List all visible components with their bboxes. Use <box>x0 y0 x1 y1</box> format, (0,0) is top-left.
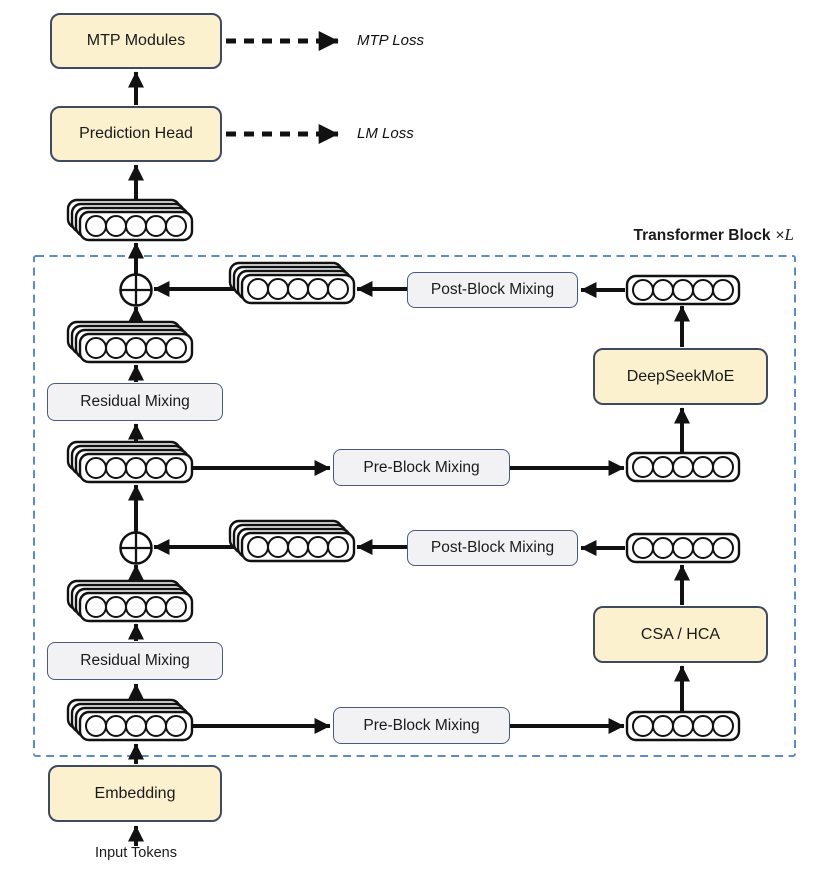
post-block-mixing-box-upper: Post-Block Mixing <box>407 272 578 308</box>
token-stack <box>68 200 192 240</box>
residual-mixing-box-lower: Residual Mixing <box>47 642 223 680</box>
post-block-mixing-label: Post-Block Mixing <box>430 281 555 299</box>
add-operator-icon <box>119 531 153 565</box>
pre-block-mixing-label: Pre-Block Mixing <box>363 716 480 734</box>
token-row <box>625 710 741 742</box>
token-stack <box>68 442 192 482</box>
add-operator-icon <box>119 273 153 307</box>
pre-block-mixing-box-upper: Pre-Block Mixing <box>333 449 510 486</box>
deepseekmoe-label: DeepSeekMoE <box>626 367 735 385</box>
token-row <box>625 532 741 564</box>
flow-arrows <box>128 71 690 846</box>
residual-mixing-box-upper: Residual Mixing <box>47 383 223 421</box>
transformer-block-container <box>33 255 796 757</box>
csa-hca-box: CSA / HCA <box>593 606 768 663</box>
mtp-modules-box: MTP Modules <box>50 13 222 69</box>
transformer-block-label: Transformer Block×L <box>634 225 795 245</box>
mtp-loss-label: MTP Loss <box>357 32 424 49</box>
token-row <box>625 451 741 483</box>
post-block-mixing-box-lower: Post-Block Mixing <box>407 530 578 566</box>
csa-hca-label: CSA / HCA <box>640 625 721 643</box>
repeat-times-symbol: × <box>775 227 785 244</box>
loss-arrows <box>226 31 339 144</box>
token-stack <box>230 263 354 303</box>
deepseekmoe-box: DeepSeekMoE <box>593 348 768 405</box>
embedding-box: Embedding <box>48 765 222 822</box>
token-stack <box>230 521 354 561</box>
embedding-label: Embedding <box>94 784 176 802</box>
transformer-block-text: Transformer Block <box>633 227 771 244</box>
residual-mixing-label: Residual Mixing <box>80 652 190 670</box>
token-stack <box>68 700 192 740</box>
token-row <box>625 274 741 306</box>
repeat-count-variable: L <box>784 225 794 244</box>
pre-block-mixing-box-lower: Pre-Block Mixing <box>333 707 510 744</box>
input-tokens-label: Input Tokens <box>95 845 177 861</box>
token-stack <box>68 322 192 362</box>
lm-loss-label: LM Loss <box>357 125 414 142</box>
mtp-modules-label: MTP Modules <box>86 32 186 50</box>
token-stack <box>68 581 192 621</box>
prediction-head-label: Prediction Head <box>79 125 193 143</box>
pre-block-mixing-label: Pre-Block Mixing <box>363 458 480 476</box>
prediction-head-box: Prediction Head <box>50 106 222 162</box>
post-block-mixing-label: Post-Block Mixing <box>430 539 555 557</box>
residual-mixing-label: Residual Mixing <box>80 393 190 411</box>
